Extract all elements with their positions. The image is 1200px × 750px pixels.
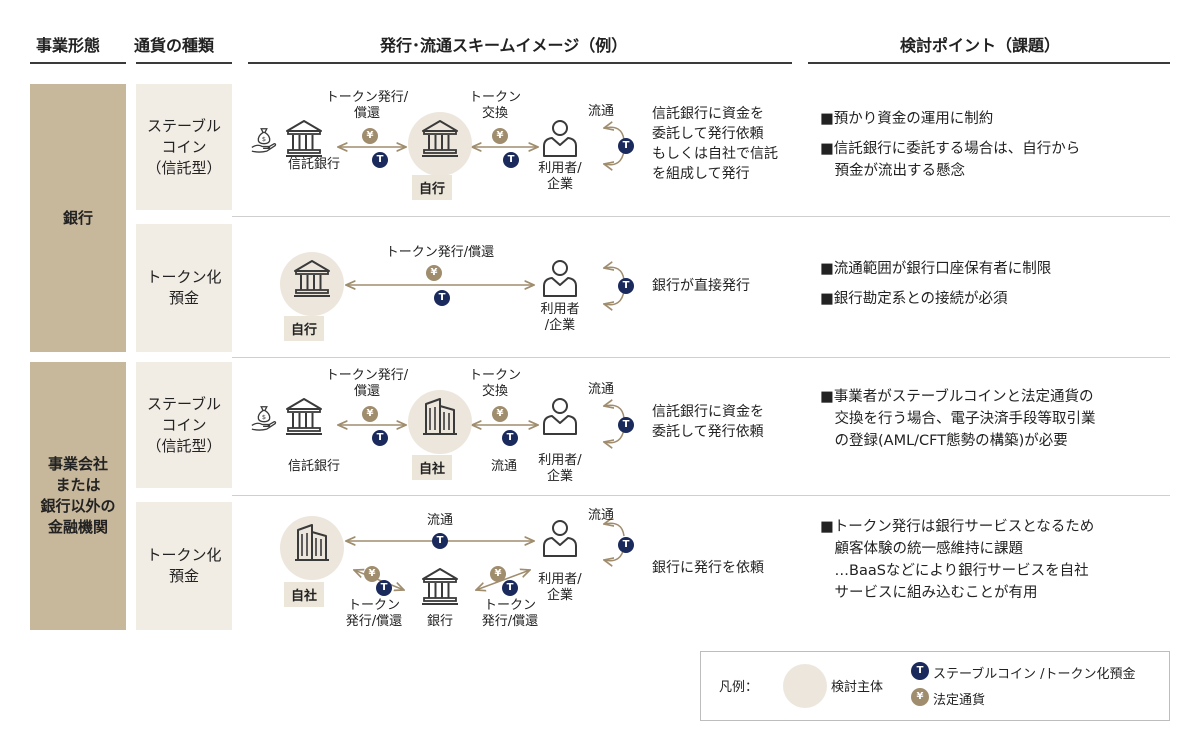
- entity-circle: [408, 112, 472, 176]
- bank-icon: [420, 566, 460, 606]
- own-company-tag: 自社: [284, 582, 325, 607]
- circulation-label: 流通: [587, 508, 614, 523]
- legend-title: 凡例：: [719, 680, 759, 695]
- token-coin-icon: T: [502, 580, 518, 596]
- user-icon: [540, 518, 580, 558]
- legend-token-label: ステーブルコイン /トークン化預金: [933, 667, 1136, 682]
- issue-redeem-label: トークン発行/償還: [385, 245, 495, 260]
- issue-points: ■預かり資金の運用に制約■信託銀行に委託する場合は、自行から 預金が流出する懸念: [820, 111, 1081, 179]
- legend-entity-circle: [783, 664, 827, 708]
- own-company-tag: 自社: [412, 455, 453, 480]
- business-type-bank: 銀行: [30, 84, 126, 352]
- user-label: 利用者/企業: [538, 453, 582, 484]
- token-coin-icon: T: [432, 533, 448, 549]
- scheme-description: 銀行に発行を依頼: [652, 560, 764, 576]
- token-coin-icon: T: [372, 152, 388, 168]
- token-coin-icon: T: [618, 278, 634, 294]
- header-underline: [248, 62, 792, 64]
- yen-coin-icon: ¥: [426, 265, 442, 281]
- yen-coin-icon: ¥: [364, 566, 380, 582]
- yen-coin-icon: ¥: [362, 128, 378, 144]
- token-coin-icon: T: [618, 138, 634, 154]
- header-scheme: 発行･流通スキームイメージ（例）: [380, 36, 628, 55]
- currency-type-stablecoin: ステーブルコイン（信託型）: [136, 362, 232, 488]
- token-coin-icon: T: [618, 537, 634, 553]
- header-underline: [808, 62, 1170, 64]
- header-underline: [136, 62, 232, 64]
- header-business-type: 事業形態: [36, 36, 101, 55]
- row-divider: [232, 357, 1170, 358]
- scheme-description: 信託銀行に資金を委託して発行依頼もしくは自社で信託を組成して発行: [652, 106, 778, 182]
- yen-coin-icon: ¥: [490, 566, 506, 582]
- user-label: 利用者/企業: [540, 302, 580, 333]
- issue-redeem-label: トークン発行/償還: [481, 598, 539, 629]
- issue-points: ■流通範囲が銀行口座保有者に制限■銀行勘定系との接続が必須: [820, 261, 1052, 307]
- yen-coin-icon: ¥: [492, 128, 508, 144]
- token-coin-icon: T: [434, 290, 450, 306]
- issue-redeem-label: トークン発行/償還: [325, 90, 409, 121]
- legend-fiat-label: 法定通貨: [933, 693, 986, 708]
- own-bank-tag: 自行: [284, 316, 325, 341]
- exchange-label: トークン交換: [468, 368, 521, 399]
- yen-coin-icon: ¥: [492, 406, 508, 422]
- header-currency-type: 通貨の種類: [134, 36, 215, 55]
- row-divider: [232, 495, 1170, 496]
- circulation-label: 流通: [490, 459, 517, 474]
- user-label: 利用者/企業: [538, 572, 582, 603]
- header-points: 検討ポイント（課題）: [900, 36, 1061, 55]
- token-coin-icon: T: [372, 430, 388, 446]
- trust-bank-label: 信託銀行: [287, 157, 340, 172]
- scheme-description: 銀行が直接発行: [652, 278, 750, 294]
- currency-type-token-deposit: トークン化預金: [136, 224, 232, 352]
- legend: 凡例： 検討主体 T ステーブルコイン /トークン化預金 ¥ 法定通貨: [700, 651, 1170, 721]
- currency-type-token-deposit: トークン化預金: [136, 502, 232, 630]
- user-label: 利用者/企業: [538, 161, 582, 192]
- issue-redeem-label: トークン発行/償還: [325, 368, 409, 399]
- token-coin-icon: T: [376, 580, 392, 596]
- token-coin-icon: T: [911, 662, 929, 680]
- token-coin-icon: T: [502, 430, 518, 446]
- own-bank-tag: 自行: [412, 175, 453, 200]
- trust-bank-label: 信託銀行: [287, 459, 340, 474]
- legend-entity-label: 検討主体: [831, 680, 884, 695]
- yen-coin-icon: ¥: [362, 406, 378, 422]
- issue-points: ■トークン発行は銀行サービスとなるため 顧客体験の統一感維持に課題 …BaaSな…: [820, 519, 1095, 601]
- issue-points: ■事業者がステーブルコインと法定通貨の 交換を行う場合、電子決済手段等取引業 の…: [820, 389, 1096, 449]
- currency-type-stablecoin: ステーブルコイン（信託型）: [136, 84, 232, 210]
- business-type-company: 事業会社 または 銀行以外の 金融機関: [30, 362, 126, 630]
- entity-circle: [280, 252, 344, 316]
- row-divider: [232, 216, 1170, 217]
- scheme-description: 信託銀行に資金を委託して発行依頼: [652, 404, 764, 440]
- token-coin-icon: T: [618, 417, 634, 433]
- circulation-label: 流通: [587, 382, 614, 397]
- token-coin-icon: T: [503, 152, 519, 168]
- circulation-label: 流通: [587, 104, 614, 119]
- issue-redeem-label: トークン発行/償還: [345, 598, 403, 629]
- yen-coin-icon: ¥: [911, 688, 929, 706]
- circulation-label: 流通: [426, 513, 453, 528]
- header-underline: [30, 62, 126, 64]
- bank-label: 銀行: [426, 614, 453, 629]
- exchange-label: トークン交換: [468, 90, 521, 121]
